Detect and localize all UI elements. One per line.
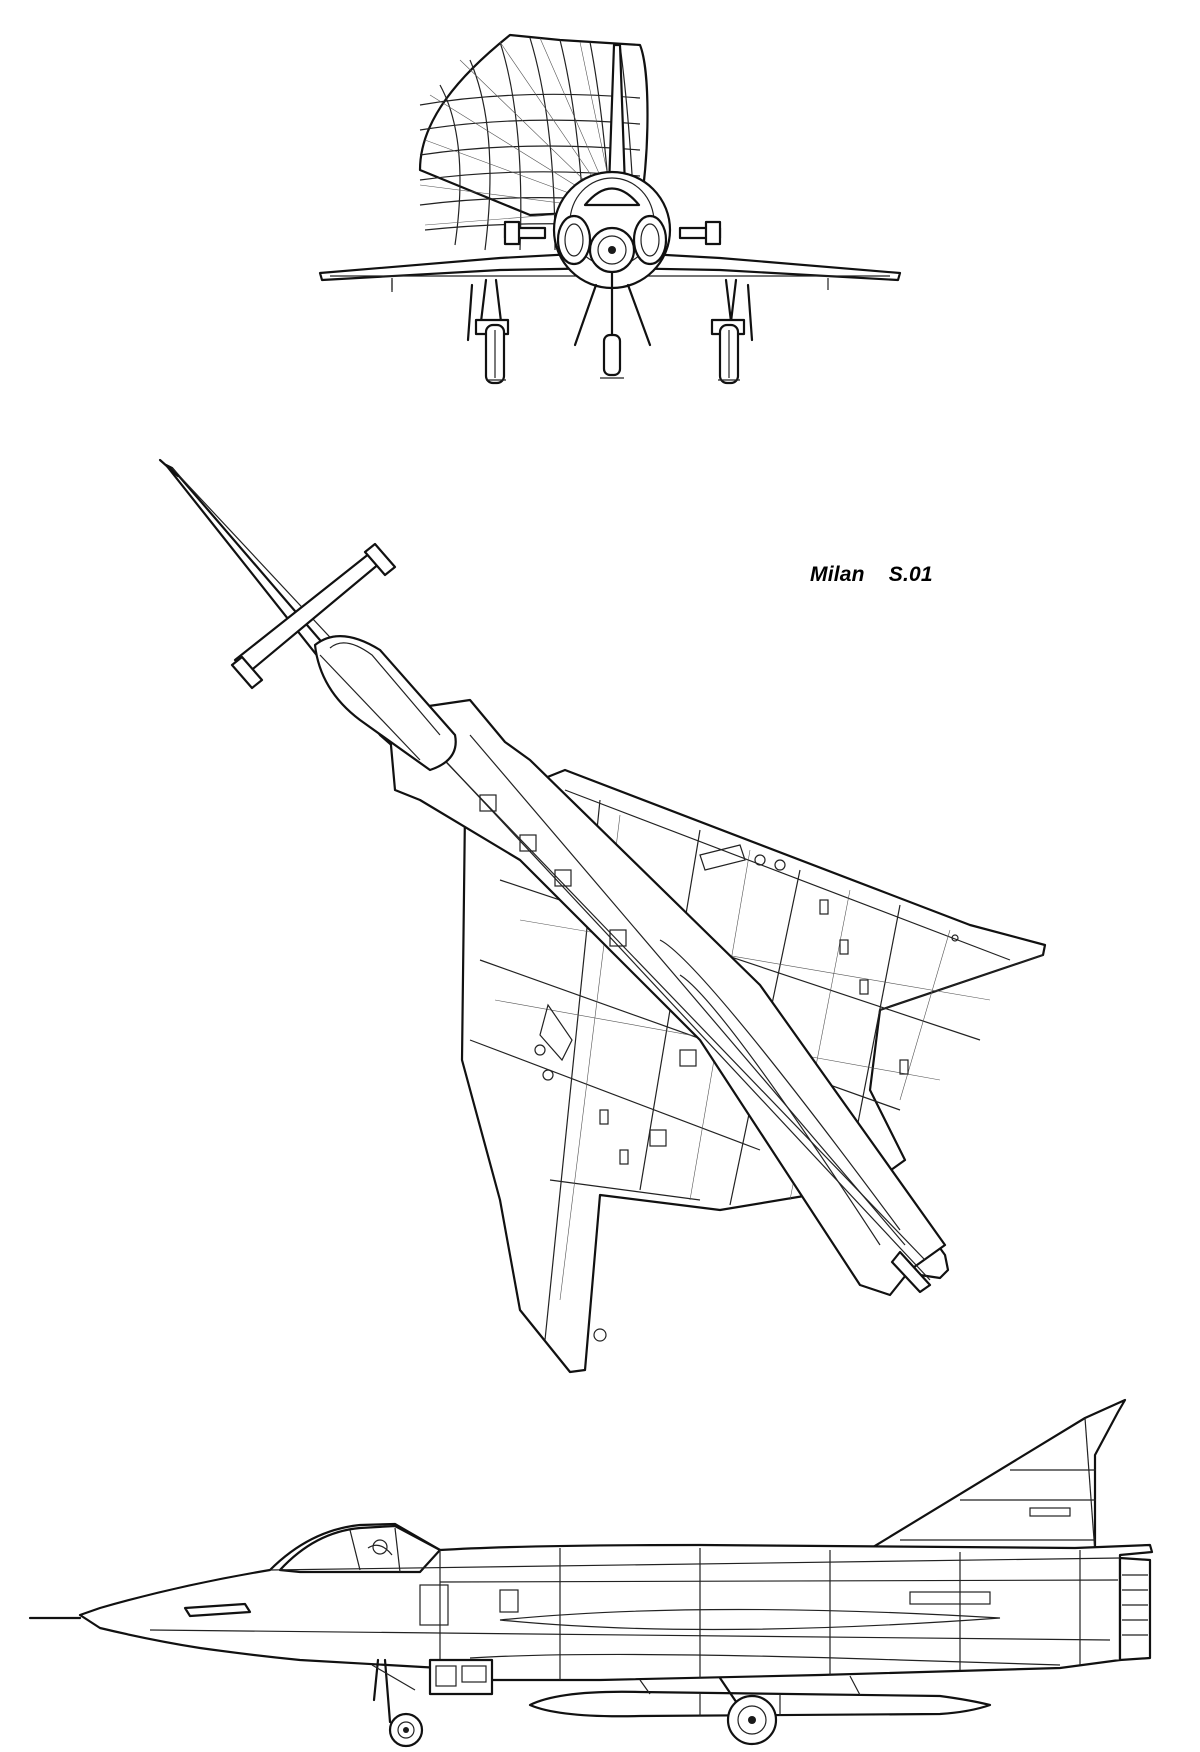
plan-fuselage: [164, 463, 950, 1297]
front-main-gear-right: [710, 278, 754, 385]
side-nozzle: [1118, 1556, 1152, 1662]
drawing-title: Milan S.01: [810, 563, 933, 586]
side-panel-lines: [149, 1548, 1121, 1680]
side-nose-gear: [371, 1658, 424, 1748]
front-main-gear-left: [466, 278, 510, 385]
front-nose-gear: [573, 270, 652, 379]
front-view: [318, 33, 902, 385]
front-canards: [503, 220, 722, 246]
side-main-gear: [718, 1676, 778, 1746]
front-fuselage: [552, 170, 672, 290]
plan-canopy: [313, 635, 457, 772]
plan-details: [479, 794, 959, 1342]
plan-canard: [230, 542, 397, 690]
side-view: [28, 1398, 1154, 1748]
plan-view: [158, 458, 1047, 1374]
side-gear-bay: [428, 1658, 494, 1696]
side-fuselage: [78, 1522, 1154, 1682]
side-canard: [183, 1602, 252, 1618]
side-canopy: [278, 1524, 442, 1574]
